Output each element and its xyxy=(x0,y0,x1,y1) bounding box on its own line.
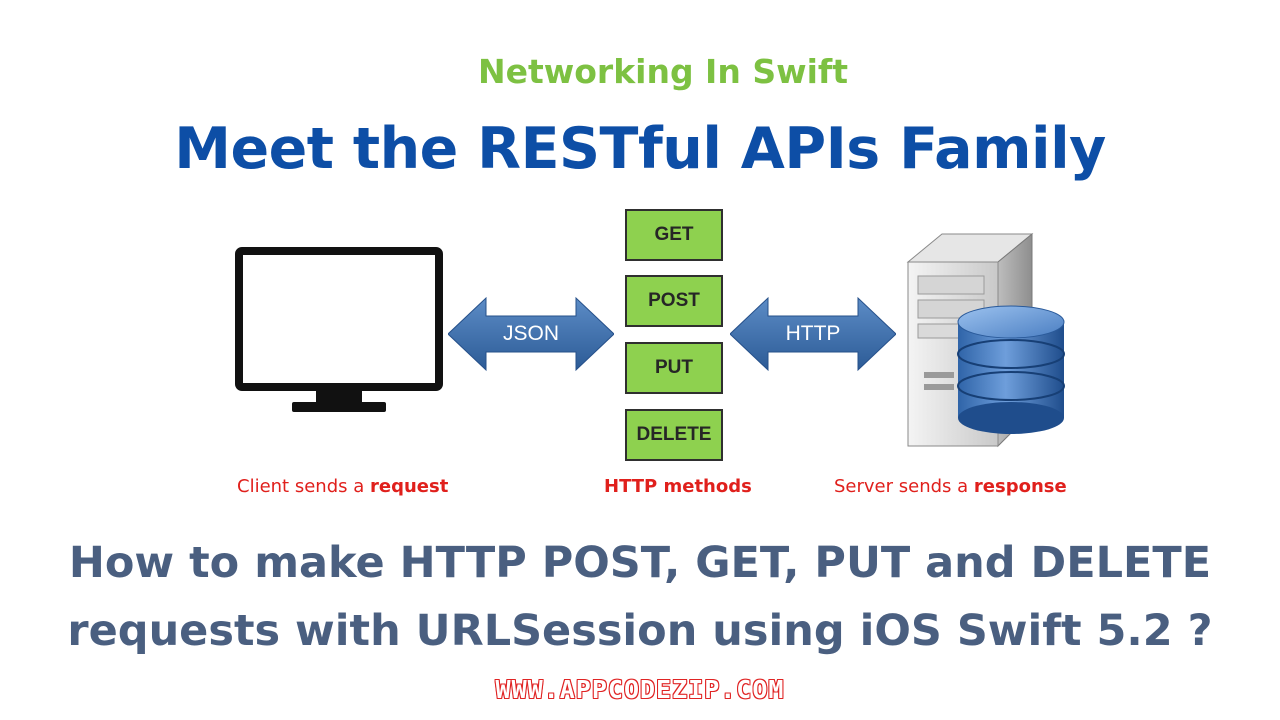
client-caption-prefix: Client sends a xyxy=(237,476,370,497)
method-delete-box: DELETE xyxy=(625,409,723,461)
server-caption-bold: response xyxy=(973,476,1067,497)
http-arrow-label: HTTP xyxy=(785,322,841,345)
method-get-box: GET xyxy=(625,209,723,261)
client-caption-bold: request xyxy=(369,476,449,497)
website-url: WWW.APPCODEZIP.COM xyxy=(495,675,785,704)
headline: Meet the RESTful APIs Family xyxy=(174,116,1106,182)
client-caption: Client sends a request xyxy=(237,476,448,502)
methods-caption-bold: HTTP methods xyxy=(604,476,752,497)
server-database-icon xyxy=(906,232,1065,448)
json-arrow-icon xyxy=(448,296,614,372)
kicker-title: Networking In Swift xyxy=(477,52,849,91)
method-post-box: POST xyxy=(625,275,723,327)
method-put-box: PUT xyxy=(625,342,723,394)
server-caption-prefix: Server sends a xyxy=(834,476,974,497)
server-caption: Server sends a response xyxy=(834,476,1067,502)
monitor-icon xyxy=(235,247,443,412)
json-arrow-label: JSON xyxy=(502,322,559,345)
http-arrow-icon xyxy=(730,296,896,372)
methods-caption: HTTP methods xyxy=(604,476,752,502)
question-line-1: How to make HTTP POST, GET, PUT and DELE… xyxy=(68,538,1212,588)
question-line-2: requests with URLSession using iOS Swift… xyxy=(67,606,1213,656)
